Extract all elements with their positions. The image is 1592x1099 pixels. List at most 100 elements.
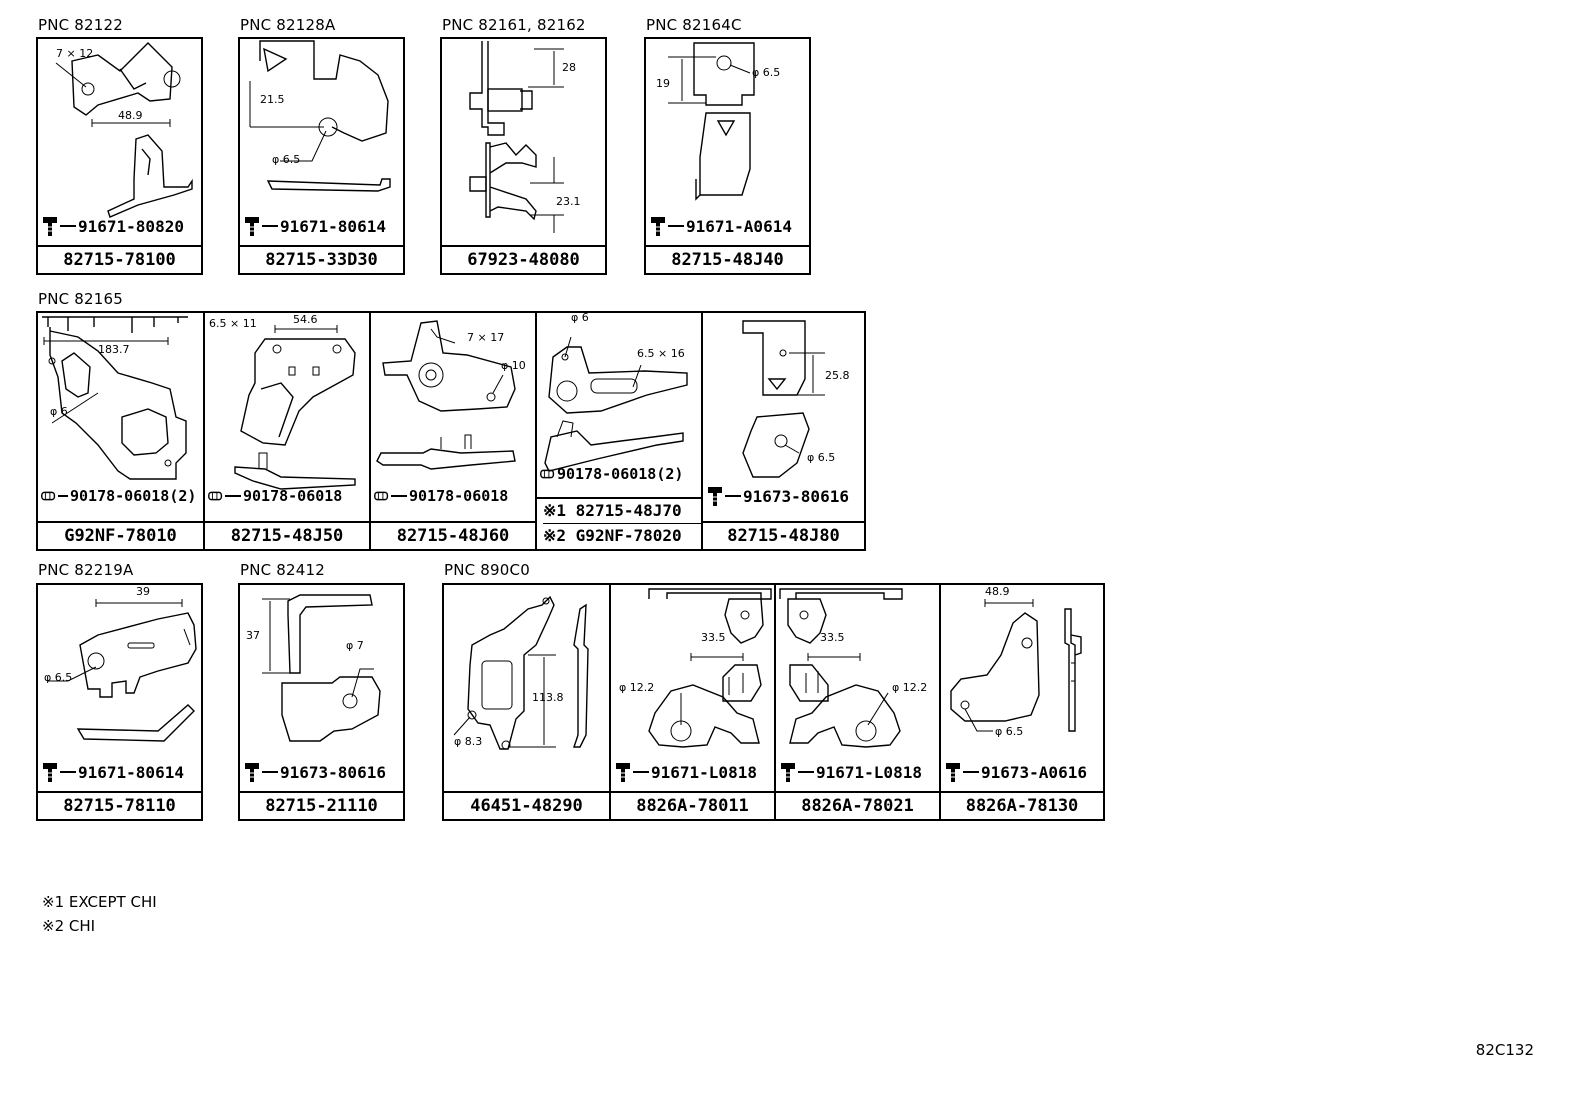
part-cell[interactable]: 39 φ 6.5 91671-80614 82715-78110 (36, 583, 203, 821)
part-number[interactable]: 82715-78110 (38, 791, 201, 819)
part-cell[interactable]: 28 23.1 67923-48080 (440, 37, 607, 275)
part-number[interactable]: 82715-48J60 (371, 521, 535, 549)
variant-part-number[interactable]: ※1 82715-48J70 (543, 501, 682, 520)
bracket-drawing (42, 316, 188, 480)
bracket-drawing (648, 588, 772, 748)
pnc-label: PNC 82161, 82162 (442, 16, 586, 34)
part-number[interactable]: 8826A-78130 (941, 791, 1103, 819)
fastener-callout[interactable]: 90178-06018 (373, 485, 508, 507)
part-cell[interactable]: 7 × 17 φ 10 90178-06018 82715-48J60 (369, 313, 535, 549)
bolt-icon (245, 763, 259, 782)
dimension-label: φ 7 (346, 639, 364, 652)
part-cell[interactable]: 183.7 φ 6 90178-06018(2) G92NF-78010 (38, 313, 203, 549)
bracket-drawing (249, 40, 391, 192)
fastener-callout[interactable]: 91671-A0614 (648, 215, 792, 237)
part-group: 113.8 φ 8.3 46451-48290 33.5 φ 12.2 9167… (442, 583, 1105, 821)
bolt-icon (43, 217, 57, 236)
dimension-label: 25.8 (825, 369, 850, 382)
fastener-callout[interactable]: 91673-80616 (705, 485, 849, 507)
dimension-label: 19 (656, 77, 670, 90)
bracket-drawing (453, 595, 589, 750)
part-cell[interactable]: 37 φ 7 91673-80616 82715-21110 (238, 583, 405, 821)
fastener-part-number: 90178-06018 (243, 487, 343, 505)
bracket-drawing (779, 588, 903, 748)
part-number-variants[interactable]: ※1 82715-48J70 ※2 G92NF-78020 (537, 497, 701, 549)
part-cell[interactable]: φ 6 6.5 × 16 90178-06018(2) ※1 82715-48J… (535, 311, 701, 549)
part-cell[interactable]: 25.8 φ 6.5 91673-80616 82715-48J80 (701, 313, 864, 549)
fastener-callout[interactable]: 90178-06018(2) (539, 463, 683, 485)
fastener-part-number: 90178-06018(2) (557, 465, 684, 483)
part-group: 183.7 φ 6 90178-06018(2) G92NF-78010 6.5… (36, 311, 866, 551)
dimension-label: 23.1 (556, 195, 581, 208)
bolt-icon (616, 763, 630, 782)
part-number[interactable]: 67923-48080 (442, 245, 605, 273)
dimension-label: 21.5 (260, 93, 285, 106)
bracket-drawing (544, 336, 688, 472)
diagram-code: 82C132 (1475, 1041, 1534, 1059)
dimension-label: φ 6.5 (272, 153, 301, 166)
part-number[interactable]: G92NF-78010 (38, 521, 203, 549)
dimension-label: 33.5 (820, 631, 845, 644)
dimension-label: φ 6 (571, 311, 589, 324)
pnc-label: PNC 82128A (240, 16, 336, 34)
part-cell[interactable]: 21.5 φ 6.5 91671-80614 82715-33D30 (238, 37, 405, 275)
fastener-part-number: 91671-L0818 (816, 762, 922, 782)
part-cell[interactable]: 19 φ 6.5 91671-A0614 82715-48J40 (644, 37, 811, 275)
pnc-label: PNC 82412 (240, 561, 326, 579)
fastener-part-number: 91673-80616 (743, 486, 849, 506)
dimension-label: φ 10 (501, 359, 526, 372)
bolt-icon (43, 763, 57, 782)
part-cell[interactable]: 113.8 φ 8.3 46451-48290 (444, 585, 609, 819)
dimension-label: 33.5 (701, 631, 726, 644)
bracket-drawing (950, 599, 1082, 732)
fastener-part-number: 91673-80616 (280, 762, 386, 782)
dimension-label: φ 6.5 (752, 66, 781, 79)
fastener-part-number: 90178-06018(2) (70, 487, 197, 505)
fastener-callout[interactable]: 91673-80616 (242, 761, 386, 783)
fastener-callout[interactable]: 91671-80614 (242, 215, 386, 237)
part-number[interactable]: 82715-48J40 (646, 245, 809, 273)
fastener-part-number: 91671-80614 (280, 216, 386, 236)
fastener-callout[interactable]: 90178-06018 (207, 485, 342, 507)
part-number[interactable]: 82715-33D30 (240, 245, 403, 273)
fastener-part-number: 91671-A0614 (686, 216, 792, 236)
part-cell[interactable]: 33.5 φ 12.2 91671-L0818 8826A-78021 (774, 585, 939, 819)
dimension-label: 183.7 (98, 343, 130, 356)
fastener-callout[interactable]: 91673-A0616 (943, 761, 1087, 783)
part-cell[interactable]: 33.5 φ 12.2 91671-L0818 8826A-78011 (609, 585, 774, 819)
part-cell[interactable]: 6.5 × 11 54.6 90178-06018 82715-48J50 (203, 313, 369, 549)
part-number[interactable]: 82715-48J50 (205, 521, 369, 549)
fastener-callout[interactable]: 91671-80820 (40, 215, 184, 237)
part-number[interactable]: 8826A-78011 (611, 791, 774, 819)
bracket-drawing (742, 320, 825, 478)
bolt-icon (651, 217, 665, 236)
dimension-label: 54.6 (293, 313, 318, 326)
dimension-label: φ 6 (50, 405, 68, 418)
dimension-label: 39 (136, 585, 150, 598)
dimension-label: 6.5 × 16 (637, 347, 685, 360)
bolt-icon (708, 487, 722, 506)
part-number[interactable]: 82715-78100 (38, 245, 201, 273)
pnc-label: PNC 82122 (38, 16, 124, 34)
clip-drawing (469, 41, 564, 233)
bracket-drawing (234, 325, 356, 490)
fastener-callout[interactable]: 91671-L0818 (613, 761, 757, 783)
clip-nut-icon (540, 469, 555, 479)
fastener-part-number: 91671-L0818 (651, 762, 757, 782)
fastener-callout[interactable]: 91671-L0818 (778, 761, 922, 783)
fastener-callout[interactable]: 90178-06018(2) (40, 485, 196, 507)
part-number[interactable]: 82715-21110 (240, 791, 403, 819)
dimension-label: 28 (562, 61, 576, 74)
dimension-label: φ 6.5 (44, 671, 73, 684)
part-cell[interactable]: 48.9 φ 6.5 91673-A0616 8826A-78130 (939, 585, 1103, 819)
dimension-label: 37 (246, 629, 260, 642)
part-number[interactable]: 82715-48J80 (703, 521, 864, 549)
dimension-label: 48.9 (118, 109, 143, 122)
fastener-callout[interactable]: 91671-80614 (40, 761, 184, 783)
variant-part-number[interactable]: ※2 G92NF-78020 (543, 523, 701, 548)
part-cell[interactable]: 7 × 12 48.9 91671-80820 82715-78100 (36, 37, 203, 275)
part-number[interactable]: 46451-48290 (444, 791, 609, 819)
bolt-icon (245, 217, 259, 236)
part-number[interactable]: 8826A-78021 (776, 791, 939, 819)
dimension-label: 48.9 (985, 585, 1010, 598)
